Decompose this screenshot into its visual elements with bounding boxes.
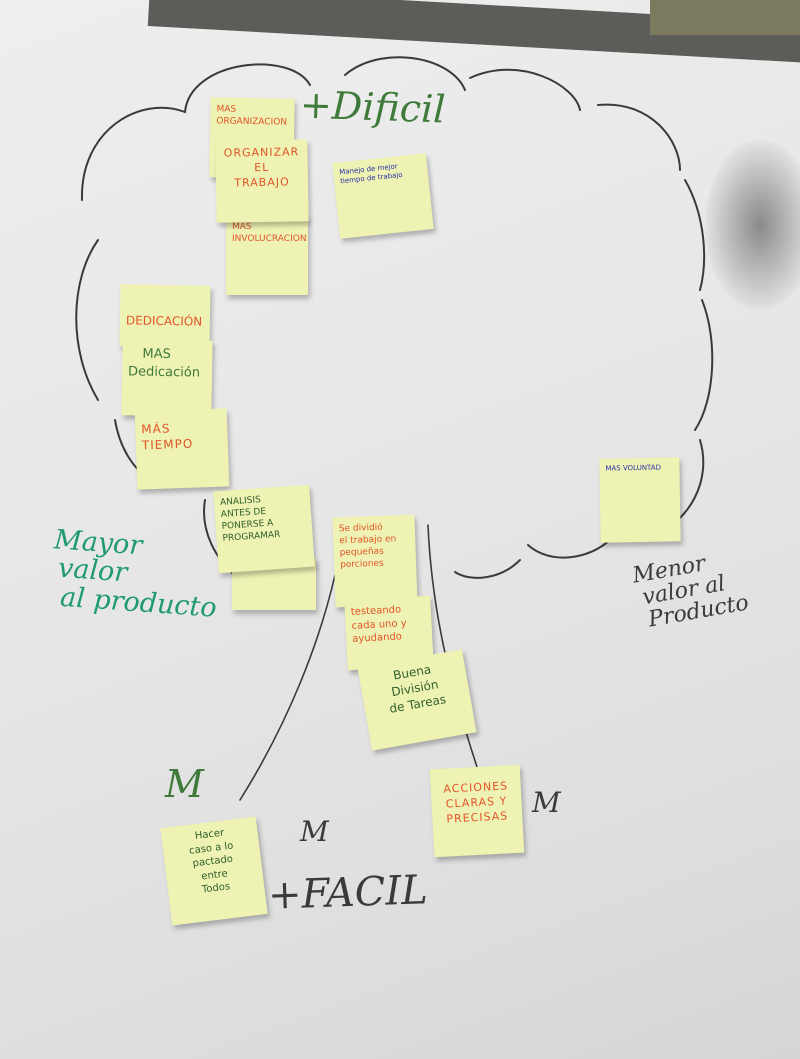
- axis-line-left: [239, 574, 336, 801]
- sticky-note-mas-tiempo[interactable]: MÁS TIEMPO: [134, 408, 230, 490]
- sticky-note-tiempo[interactable]: Manejo de mejor tiempo de trabajo: [332, 153, 434, 239]
- tally-mark: M: [532, 786, 561, 819]
- sticky-note-voluntad[interactable]: MAS VOLUNTAD: [599, 457, 681, 543]
- left-label: Mayor valor al producto: [53, 524, 218, 624]
- top-label: +Dificil: [299, 82, 447, 132]
- sticky-note-hacer-caso[interactable]: Hacer caso a lo pactado entre Todos: [160, 816, 268, 926]
- wall-background: [650, 0, 800, 35]
- sticky-note-organizar[interactable]: ORGANIZAR EL TRABAJO: [215, 139, 309, 223]
- sticky-note-dividio[interactable]: Se dividió el trabajo en pequeñas porcio…: [332, 514, 418, 608]
- sticky-note-acciones[interactable]: ACCIONES CLARAS Y PRECISAS: [429, 764, 525, 858]
- tally-mark: M: [300, 815, 329, 848]
- bottom-label: +FACIL: [267, 867, 429, 919]
- sticky-note-mas-dedicacion[interactable]: MAS Dedicación: [121, 339, 213, 417]
- sticky-note-dedicacion[interactable]: DEDICACIÓN: [119, 284, 211, 348]
- marker-smudge: [705, 140, 800, 310]
- sticky-note-involucracion[interactable]: MAS INVOLUCRACION: [226, 215, 308, 295]
- sticky-note-analisis[interactable]: ANALISIS ANTES DE PONERSE A PROGRAMAR: [213, 484, 315, 574]
- cloud-outline: [80, 56, 714, 579]
- tally-mark: M: [165, 762, 204, 806]
